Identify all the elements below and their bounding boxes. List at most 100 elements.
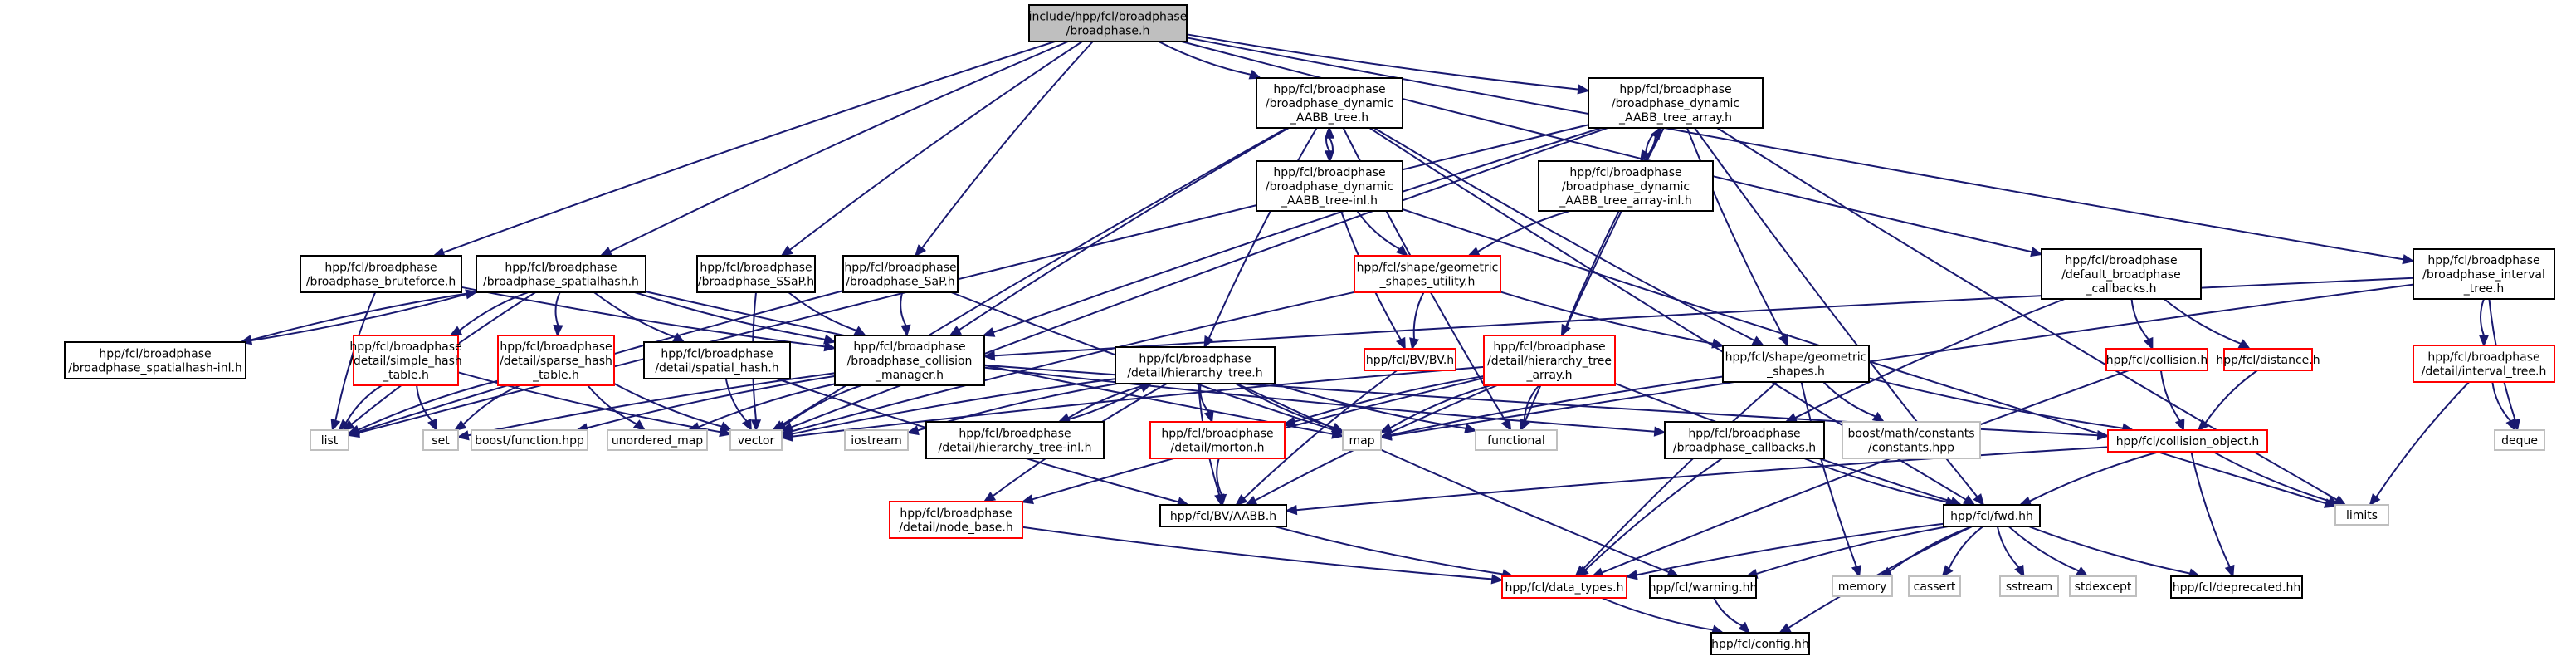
node-box (2170, 575, 2303, 599)
node-deque[interactable]: deque (2494, 429, 2545, 451)
node-vector[interactable]: vector (729, 429, 783, 451)
arrowhead (780, 245, 793, 257)
edge-coll_obj-to-aabb (1285, 446, 2109, 516)
node-dyn-array-inl[interactable]: hpp/fcl/broadphase/broadphase_dynamic_AA… (1538, 160, 1714, 212)
node-stdexcept[interactable]: stdexcept (2069, 575, 2137, 597)
node-label: _manager.h (875, 369, 944, 382)
edge-root-to-sap (914, 41, 1094, 257)
node-morton[interactable]: hpp/fcl/broadphase/detail/morton.h (1149, 421, 1286, 459)
node-label: /broadphase_SaP.h (846, 276, 954, 289)
node-bv-bv[interactable]: hpp/fcl/BV/BV.h (1364, 348, 1456, 371)
node-warning[interactable]: hpp/fcl/warning.hh (1649, 575, 1758, 599)
node-config[interactable]: hpp/fcl/config.hh (1710, 632, 1810, 655)
edge-bv_bv-to-aabb (1235, 370, 1398, 507)
node-interval[interactable]: hpp/fcl/broadphase/broadphase_interval_t… (2413, 248, 2555, 300)
edge-line (791, 365, 1485, 438)
node-dyn-tree-inl[interactable]: hpp/fcl/broadphase/broadphase_dynamic_AA… (1256, 160, 1403, 212)
node-coll-mgr[interactable]: hpp/fcl/broadphase/broadphase_collision_… (834, 335, 985, 386)
node-sstream[interactable]: sstream (1999, 575, 2059, 597)
arrowhead (914, 244, 927, 257)
node-sap[interactable]: hpp/fcl/broadphase/broadphase_SaP.h (842, 255, 959, 293)
node-fwd[interactable]: hpp/fcl/fwd.hh (1943, 504, 2041, 527)
edge-line (958, 127, 1290, 331)
node-map[interactable]: map (1342, 429, 1382, 451)
node-root[interactable]: include/hpp/fcl/broadphase/broadphase.h (1028, 4, 1188, 42)
node-label: hpp/fcl/broadphase (1619, 83, 1731, 96)
node-label: hpp/fcl/broadphase (349, 340, 461, 354)
node-label: hpp/fcl/broadphase (853, 340, 965, 354)
edge-interval-to-interval_tree (2478, 298, 2490, 347)
node-simple-hash[interactable]: hpp/fcl/broadphase/detail/simple_hash_ta… (349, 335, 462, 386)
node-unordered-map[interactable]: unordered_map (607, 429, 708, 451)
edge-line (698, 383, 836, 428)
node-hier-array[interactable]: hpp/fcl/broadphase/detail/hierarchy_tree… (1483, 335, 1616, 386)
node-bp-cb[interactable]: hpp/fcl/broadphase/broadphase_callbacks.… (1664, 421, 1825, 459)
node-box (2334, 504, 2389, 526)
node-hier-tree[interactable]: hpp/fcl/broadphase/detail/hierarchy_tree… (1115, 346, 1276, 384)
node-geom-util[interactable]: hpp/fcl/shape/geometric_shapes_utility.h (1354, 255, 1501, 293)
edge-line (1058, 386, 1143, 423)
edge-line (1186, 33, 1579, 91)
node-dyn-array[interactable]: hpp/fcl/broadphase/broadphase_dynamic_AA… (1588, 77, 1764, 129)
node-cassert[interactable]: cassert (1908, 575, 1961, 597)
edge-collision-to-data_types (1591, 370, 2130, 578)
edge-sparse_hash-to-set (453, 384, 521, 432)
node-spatialhash[interactable]: hpp/fcl/broadphase/broadphase_spatialhas… (476, 255, 646, 293)
node-boost-function[interactable]: boost/function.hpp (471, 429, 588, 451)
node-deprecated[interactable]: hpp/fcl/deprecated.hh (2170, 575, 2303, 599)
node-label: hpp/fcl/broadphase (700, 262, 812, 275)
arrowhead (2076, 566, 2089, 578)
node-sparse-hash[interactable]: hpp/fcl/broadphase/detail/sparse_hash_ta… (497, 335, 615, 386)
node-box (2069, 575, 2137, 597)
edge-bp_cb-to-data_types (1576, 458, 1723, 578)
edge-line (593, 291, 676, 339)
node-ssap[interactable]: hpp/fcl/broadphase/broadphase_SSaP.h (696, 255, 816, 293)
node-def-cb[interactable]: hpp/fcl/broadphase/default_broadphase_ca… (2041, 248, 2202, 300)
arrowhead (1021, 494, 1034, 505)
node-spatial-hash[interactable]: hpp/fcl/broadphase/detail/spatial_hash.h (643, 341, 791, 379)
edge-warning-to-config (1713, 597, 1751, 634)
edge-line (344, 384, 383, 424)
edge-simple_hash-to-list (338, 384, 383, 432)
node-list[interactable]: list (310, 429, 349, 451)
edge-data_types-to-config (1601, 597, 1725, 635)
edge-line (462, 384, 521, 425)
node-limits[interactable]: limits (2334, 504, 2389, 526)
node-label: /detail/node_base.h (899, 521, 1012, 535)
node-geom-shapes[interactable]: hpp/fcl/shape/geometric_shapes.h (1722, 345, 1870, 383)
edge-dyn_array-to-coll_mgr (982, 127, 1602, 337)
node-functional[interactable]: functional (1475, 429, 1558, 451)
node-coll-obj[interactable]: hpp/fcl/collision_object.h (2107, 429, 2268, 453)
node-iostream[interactable]: iostream (844, 429, 909, 451)
node-memory[interactable]: memory (1832, 575, 1893, 597)
arrowhead (1203, 410, 1214, 424)
arrowhead (823, 341, 837, 352)
node-node-base[interactable]: hpp/fcl/broadphase/detail/node_base.h (889, 501, 1023, 539)
edge-line (1208, 127, 1318, 339)
node-collision[interactable]: hpp/fcl/collision.h (2105, 348, 2208, 371)
node-hier-inl[interactable]: hpp/fcl/broadphase/detail/hierarchy_tree… (925, 421, 1105, 459)
node-label: /broadphase_spatialhash-inl.h (68, 362, 242, 375)
node-label: hpp/fcl/shape/geometric (1357, 262, 1499, 275)
node-sh-inl[interactable]: hpp/fcl/broadphase/broadphase_spatialhas… (64, 341, 246, 379)
node-distance[interactable]: hpp/fcl/distance.h (2216, 348, 2320, 371)
edge-morton-to-aabb (1216, 458, 1227, 507)
node-set[interactable]: set (422, 429, 459, 451)
node-box (1943, 504, 2041, 527)
node-brute[interactable]: hpp/fcl/broadphase/broadphase_bruteforce… (300, 255, 462, 293)
node-interval-tree[interactable]: hpp/fcl/broadphase/detail/interval_tree.… (2413, 345, 2555, 383)
arrowhead (742, 418, 752, 432)
node-aabb[interactable]: hpp/fcl/BV/AABB.h (1159, 504, 1287, 527)
arrowhead (1591, 567, 1605, 578)
node-box (310, 429, 349, 451)
node-dyn-tree[interactable]: hpp/fcl/broadphase/broadphase_dynamic_AA… (1256, 77, 1403, 129)
edge-line (1389, 384, 1491, 429)
arrowhead (1651, 126, 1662, 140)
arrowhead (2030, 247, 2043, 257)
node-box (2413, 345, 2555, 383)
node-label: _tree.h (2463, 282, 2505, 296)
arrowhead (1751, 335, 1765, 346)
node-data-types[interactable]: hpp/fcl/data_types.h (1501, 575, 1627, 599)
node-boost-math[interactable]: boost/math/constants/constants.hpp (1842, 421, 1981, 459)
edge-line (1294, 375, 1485, 423)
